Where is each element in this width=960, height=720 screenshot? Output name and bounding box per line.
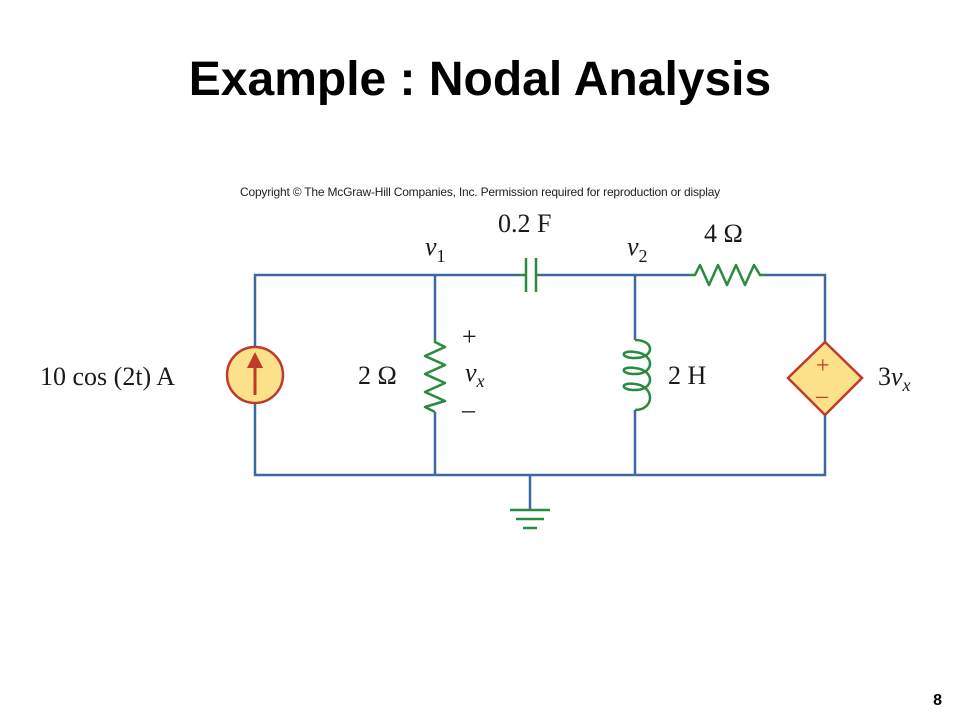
dependent-source-label: 3vx [878,362,911,395]
resistor-4ohm-label: 4 Ω [704,219,743,248]
dependent-source-var: v [891,362,903,391]
ground-icon [510,508,550,530]
resistor-4ohm-icon [690,263,765,287]
vx-label: vx [465,358,485,391]
resistor-2ohm-icon [423,338,447,414]
wire-top-left [253,273,520,347]
slide-title: Example : Nodal Analysis [188,53,772,106]
capacitor-label: 0.2 F [498,209,551,238]
inductor-icon [622,338,652,412]
wire-top-right [765,273,827,342]
node-v1-var: v [425,232,437,261]
dependent-source-icon [786,340,864,417]
node-v2-var: v [627,232,639,261]
vx-minus-sign: – [461,395,476,424]
vx-plus-sign: + [462,322,477,351]
vx-label-var: v [465,358,477,387]
current-source-label: 10 cos (2t) A [40,362,175,391]
dependent-source-plus: + [816,353,830,379]
resistor-2ohm-label: 2 Ω [358,361,397,390]
node-v2-sub: 2 [639,246,648,266]
current-source-icon [225,345,285,405]
node-v2-label: v2 [627,232,648,266]
capacitor-icon [520,258,540,292]
node-v1-sub: 1 [437,246,446,266]
copyright-notice: Copyright © The McGraw-Hill Companies, I… [240,185,720,199]
node-v1-label: v1 [425,232,446,266]
vx-label-sub: x [476,371,485,391]
dependent-source-minus: – [815,383,829,409]
inductor-label: 2 H [668,361,707,390]
page-number: 8 [933,692,942,709]
wires [253,273,827,510]
dependent-source-sub: x [902,375,911,395]
dependent-source-coef: 3 [878,362,891,391]
wire-bottom [253,403,827,477]
